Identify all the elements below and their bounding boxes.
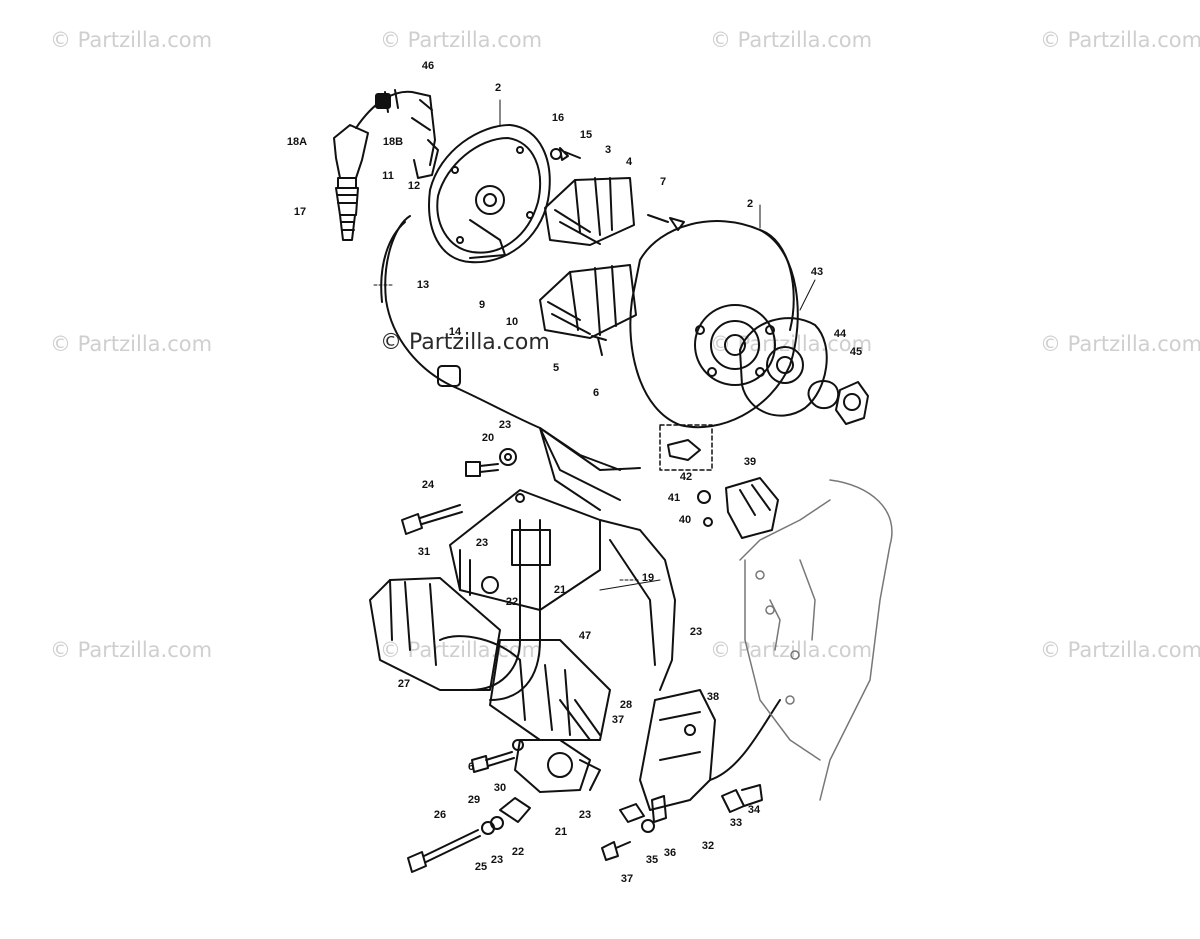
bolt-26 — [407, 816, 504, 873]
leader-lines — [371, 99, 816, 591]
callout-19: 19 — [641, 572, 655, 584]
watermark: © Partzilla.com — [50, 28, 213, 52]
callout-35: 35 — [645, 854, 659, 866]
engine-case-outline — [739, 479, 893, 801]
callout-17: 17 — [293, 206, 307, 218]
wire-harness — [380, 215, 676, 691]
callout-43: 43 — [810, 266, 824, 278]
stator-plate — [428, 124, 551, 264]
clamp-lower — [514, 739, 601, 793]
callout-6: 6 — [592, 387, 600, 399]
callout-31: 31 — [417, 546, 431, 558]
watermark: © Partzilla.com — [50, 332, 213, 356]
callout-5: 5 — [552, 362, 560, 374]
watermark: © Partzilla.com — [1040, 332, 1200, 356]
callout-28: 28 — [619, 699, 633, 711]
ignition-coil-upper — [544, 177, 635, 246]
callout-34: 34 — [747, 804, 761, 816]
connector-block-39 — [725, 477, 779, 539]
flywheel — [629, 220, 799, 429]
callout-6-lower: 6 — [467, 761, 475, 773]
ground-wire — [709, 699, 781, 781]
watermark: © Partzilla.com — [380, 28, 543, 52]
callout-3: 3 — [604, 144, 612, 156]
watermark: © Partzilla.com — [710, 638, 873, 662]
coil-bracket — [449, 489, 601, 611]
flywheel-nut — [835, 381, 869, 425]
callout-14: 14 — [448, 326, 462, 338]
callout-45: 45 — [849, 346, 863, 358]
callout-32: 32 — [701, 840, 715, 852]
regulator-bracket — [639, 689, 716, 811]
ignition-coil-lower — [539, 264, 637, 339]
callout-9: 9 — [478, 299, 486, 311]
watermark: © Partzilla.com — [380, 638, 543, 662]
bolt-33-34 — [721, 784, 763, 813]
callout-21-lower: 21 — [554, 826, 568, 838]
screw-40-41 — [697, 490, 713, 527]
callout-4: 4 — [625, 156, 633, 168]
callout-15: 15 — [579, 129, 593, 141]
callout-38: 38 — [706, 691, 720, 703]
callout-27: 27 — [397, 678, 411, 690]
small-hardware — [601, 795, 667, 861]
callout-41: 41 — [667, 492, 681, 504]
spark-plug-assembly — [333, 89, 439, 241]
lock-washer — [807, 379, 840, 410]
callout-21-top: 21 — [553, 584, 567, 596]
callout-22-lower: 22 — [511, 846, 525, 858]
watermark: © Partzilla.com — [1040, 28, 1200, 52]
connector-terminal — [667, 439, 701, 461]
bolt-20 — [465, 448, 517, 477]
callout-46: 46 — [421, 60, 435, 72]
callout-39: 39 — [743, 456, 757, 468]
stator-screws — [550, 147, 685, 356]
callout-2b: 2 — [746, 198, 754, 210]
callout-40: 40 — [678, 514, 692, 526]
connector-plate — [659, 424, 713, 471]
callout-26: 26 — [433, 809, 447, 821]
callout-47: 47 — [578, 630, 592, 642]
callout-18b: 18B — [382, 136, 404, 148]
callout-16: 16 — [551, 112, 565, 124]
callout-23-bottom: 23 — [490, 854, 504, 866]
callout-23-mid: 23 — [475, 537, 489, 549]
hv-lead — [469, 519, 601, 741]
callout-22-top: 22 — [505, 596, 519, 608]
spacer-22 — [499, 797, 531, 823]
callout-44: 44 — [833, 328, 847, 340]
callout-42: 42 — [679, 471, 693, 483]
callout-2: 2 — [494, 82, 502, 94]
ignition-coil-27 — [369, 577, 521, 691]
callout-33: 33 — [729, 817, 743, 829]
callout-36: 36 — [663, 847, 677, 859]
callout-37-mid: 37 — [611, 714, 625, 726]
callout-25: 25 — [474, 861, 488, 873]
callout-29: 29 — [467, 794, 481, 806]
callout-18a: 18A — [286, 136, 308, 148]
bolt-24 — [401, 504, 463, 535]
callout-7: 7 — [659, 176, 667, 188]
callout-13: 13 — [416, 279, 430, 291]
watermark: © Partzilla.com — [1040, 638, 1200, 662]
watermark: © Partzilla.com — [710, 28, 873, 52]
callout-10: 10 — [505, 316, 519, 328]
bolt-30 — [471, 739, 524, 773]
callout-23-top: 23 — [498, 419, 512, 431]
callout-30: 30 — [493, 782, 507, 794]
hub-plate — [739, 317, 828, 417]
callout-37-bottom: 37 — [620, 873, 634, 885]
callout-23-lower: 23 — [578, 809, 592, 821]
watermark: © Partzilla.com — [50, 638, 213, 662]
callout-12: 12 — [407, 180, 421, 192]
callout-20: 20 — [481, 432, 495, 444]
callout-24: 24 — [421, 479, 435, 491]
callout-23-right: 23 — [689, 626, 703, 638]
callout-11: 11 — [382, 170, 394, 182]
ignition-coil-31 — [489, 639, 611, 741]
